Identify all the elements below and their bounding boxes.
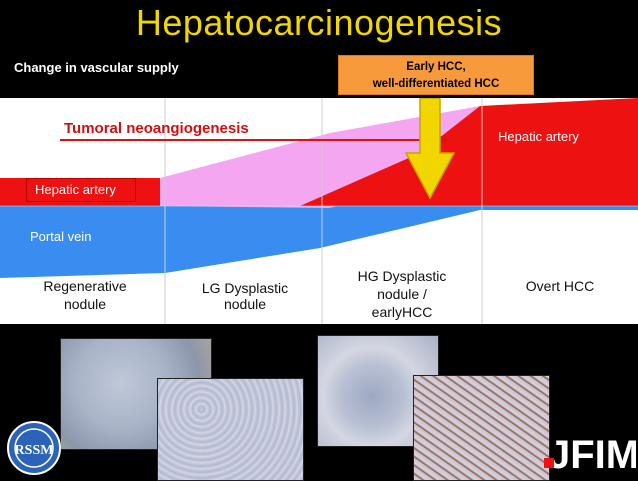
journal-logo: JFIM (544, 433, 636, 474)
hepatic-artery-label-left: Hepatic artery (26, 178, 136, 202)
diagram-graphics (0, 98, 638, 324)
histology-image-hcc-high (413, 375, 550, 481)
svg-text:RSSM: RSSM (15, 443, 54, 458)
section-subtitle: Change in vascular supply (14, 60, 179, 75)
vascular-supply-diagram: Tumoral neoangiogenesis Hepatic artery H… (0, 98, 638, 324)
hepatic-artery-growth (300, 98, 638, 206)
stage-lg-dysplastic-nodule: LG Dysplastic nodule (201, 280, 289, 312)
neoangiogenesis-label: Tumoral neoangiogenesis (64, 120, 249, 137)
histology-image-regenerative-high (157, 378, 304, 481)
svg-text:JFIM: JFIM (548, 433, 636, 474)
callout-line-1: Early HCC, (406, 61, 466, 73)
slide-title: Hepatocarcinogenesis (135, 2, 503, 43)
society-seal-logo: RSSM (7, 421, 61, 475)
stage-hg-dysplastic-nodule: HG Dysplastic nodule / earlyHCC (357, 268, 447, 320)
neoangiogenesis-arrowhead (438, 135, 450, 145)
callout-line-2: well-differentiated HCC (372, 78, 500, 90)
stage-regenerative-nodule: Regenerative nodule (43, 278, 127, 312)
early-hcc-callout: Early HCC, well-differentiated HCC (338, 55, 534, 95)
early-hcc-down-arrow (404, 98, 456, 200)
stage-overt-hcc: Overt HCC (525, 278, 595, 294)
portal-vein-label: Portal vein (22, 226, 132, 250)
hepatic-artery-label-right: Hepatic artery (490, 126, 622, 150)
portal-vein-band (0, 206, 638, 278)
